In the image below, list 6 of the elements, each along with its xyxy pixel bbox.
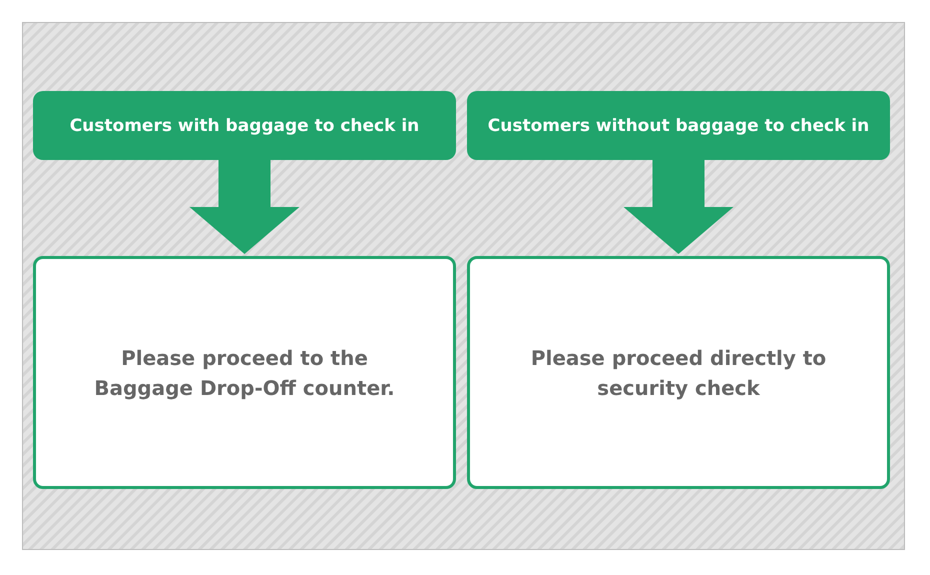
message-box: Please proceed directly to security check [467,256,890,489]
message-box: Please proceed to the Baggage Drop-Off counter. [33,256,456,489]
header-box: Customers with baggage to check in [33,91,456,160]
block-arrow [624,160,734,254]
block-arrow [190,160,300,254]
header-box: Customers without baggage to check in [467,91,890,160]
